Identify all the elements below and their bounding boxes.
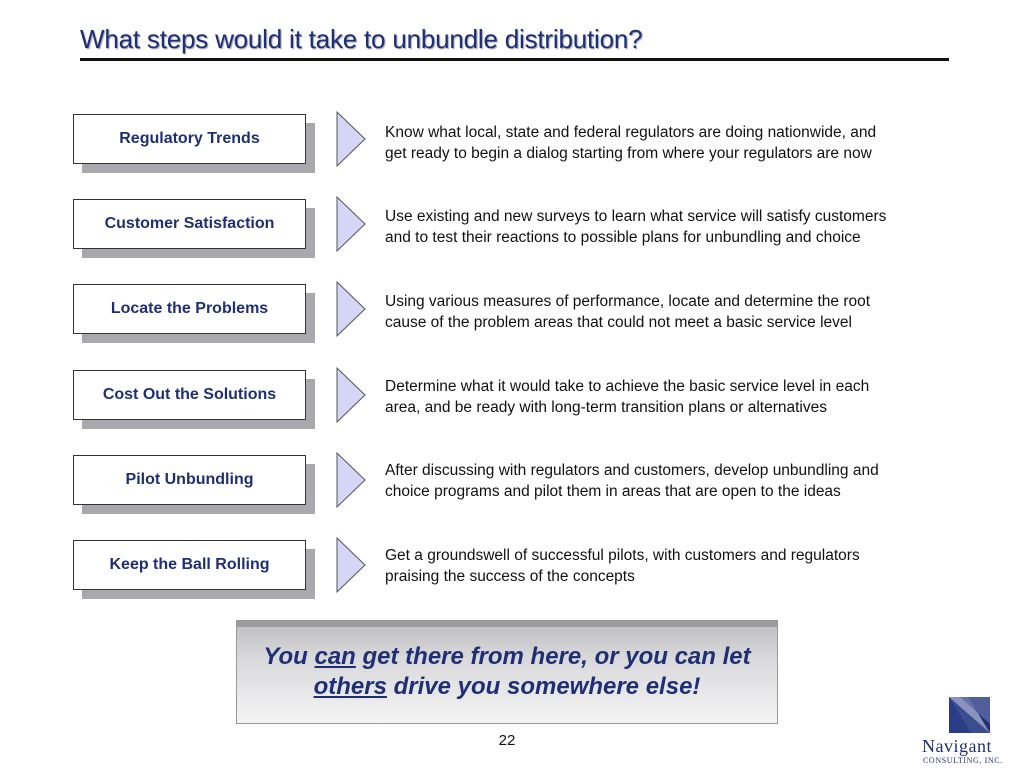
step-description-line: praising the success of the concepts <box>385 568 635 585</box>
chevron-right-icon <box>336 452 366 508</box>
callout-emphasis: can <box>314 643 356 670</box>
callout-text: You <box>263 643 315 670</box>
title-underline <box>80 58 949 61</box>
logo-subtitle: CONSULTING, INC. <box>923 756 1003 765</box>
step-description: After discussing with regulators and cus… <box>385 460 945 502</box>
chevron-right-icon <box>336 111 366 167</box>
step-label: Keep the Ball Rolling <box>109 556 270 573</box>
callout-line-1: You can get there from here, or you can … <box>263 642 750 672</box>
callout-text: get there from here, or you can let <box>355 643 751 670</box>
step-description-line: cause of the problem areas that could no… <box>385 314 852 331</box>
step-description: Determine what it would take to achieve … <box>385 376 945 418</box>
step-description-line: After discussing with regulators and cus… <box>385 462 879 479</box>
step-label: Pilot Unbundling <box>125 471 254 488</box>
step-label: Regulatory Trends <box>119 130 260 147</box>
step-box-cost-out-the-solutions: Cost Out the Solutions <box>73 370 306 420</box>
step-description: Using various measures of performance, l… <box>385 291 945 333</box>
callout-text: drive you somewhere else! <box>386 673 701 700</box>
chevron-right-icon <box>336 281 366 337</box>
step-label: Cost Out the Solutions <box>102 386 277 403</box>
step-description-line: Use existing and new surveys to learn wh… <box>385 208 887 225</box>
step-description-line: get ready to begin a dialog starting fro… <box>385 145 872 162</box>
step-label: Customer Satisfaction <box>104 215 275 232</box>
chevron-right-icon <box>336 367 366 423</box>
callout-line-2: others drive you somewhere else! <box>314 672 701 702</box>
callout-box: You can get there from here, or you can … <box>236 620 778 724</box>
step-box-customer-satisfaction: Customer Satisfaction <box>73 199 306 249</box>
step-description-line: choice programs and pilot them in areas … <box>385 483 841 500</box>
step-description-line: Get a groundswell of successful pilots, … <box>385 547 860 564</box>
step-description-line: and to test their reactions to possible … <box>385 229 861 246</box>
step-description: Use existing and new surveys to learn wh… <box>385 206 945 248</box>
step-box-pilot-unbundling: Pilot Unbundling <box>73 455 306 505</box>
step-description-line: Know what local, state and federal regul… <box>385 124 877 141</box>
step-box-keep-the-ball-rolling: Keep the Ball Rolling <box>73 540 306 590</box>
step-label: Locate the Problems <box>110 300 269 317</box>
step-description-line: Determine what it would take to achieve … <box>385 378 870 395</box>
navigant-logo: Navigant CONSULTING, INC. <box>920 690 1024 768</box>
slide-title: What steps would it take to unbundle dis… <box>80 24 643 54</box>
page-number: 22 <box>498 732 516 749</box>
step-description: Know what local, state and federal regul… <box>385 122 945 164</box>
callout-emphasis: others <box>313 673 387 700</box>
navigant-mark-icon <box>949 697 990 733</box>
chevron-right-icon <box>336 196 366 252</box>
step-box-locate-the-problems: Locate the Problems <box>73 284 306 334</box>
step-description-line: Using various measures of performance, l… <box>385 293 871 310</box>
logo-name: Navigant <box>922 736 992 756</box>
chevron-right-icon <box>336 537 366 593</box>
callout-top-bevel <box>237 621 777 627</box>
step-description-line: area, and be ready with long-term transi… <box>385 399 827 416</box>
step-box-regulatory-trends: Regulatory Trends <box>73 114 306 164</box>
step-description: Get a groundswell of successful pilots, … <box>385 545 945 587</box>
